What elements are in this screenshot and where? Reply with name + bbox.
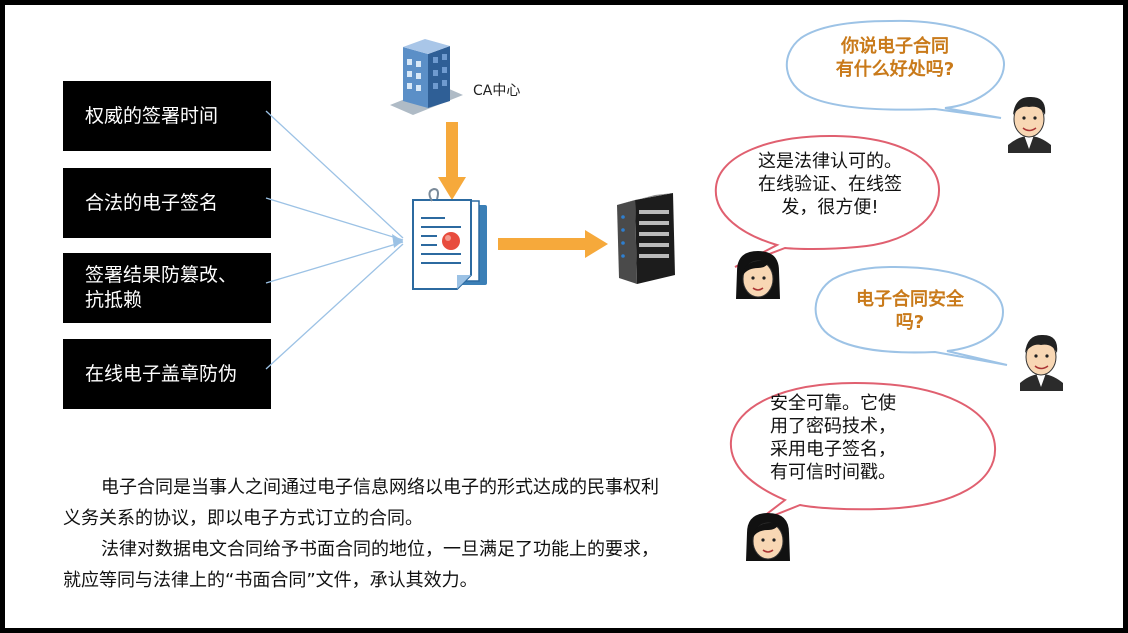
description-text: 电子合同是当事人之间通过电子信息网络以电子的形式达成的民事权利义务关系的协议，即… — [63, 472, 675, 596]
feature-box-timestamp: 权威的签署时间 — [63, 81, 271, 151]
feature-label: 在线电子盖章防伪 — [85, 362, 238, 385]
speech-bubbles — [714, 19, 1008, 524]
connector-lines — [265, 110, 404, 370]
paragraph: 法律对数据电文合同给予书面合同的地位，一旦满足了功能上的要求，就应等同与法律上的… — [63, 539, 659, 591]
contract-document-icon — [412, 187, 487, 290]
feature-box-seal: 在线电子盖章防伪 — [63, 339, 271, 409]
paragraph: 电子合同是当事人之间通过电子信息网络以电子的形式达成的民事权利义务关系的协议，即… — [63, 477, 659, 529]
answer-bubble-text: 安全可靠。它使 用了密码技术， 采用电子签名， 有可信时间戳。 — [770, 393, 896, 483]
feature-box-signature: 合法的电子签名 — [63, 168, 271, 238]
feature-box-tamperproof: 签署结果防篡改、 抗抵赖 — [63, 253, 271, 323]
ca-center-label: CA中心 — [473, 83, 521, 99]
server-icon — [617, 193, 675, 284]
woman-avatar-icon — [746, 513, 790, 561]
diagram-graphics — [265, 19, 1063, 561]
arrow-down-icon — [438, 122, 466, 200]
woman-avatar-icon — [736, 251, 780, 299]
feature-label: 签署结果防篡改、 抗抵赖 — [85, 264, 238, 311]
question-bubble-text: 你说电子合同 有什么好处吗? — [835, 36, 955, 80]
arrow-right-icon — [498, 230, 608, 258]
feature-label: 权威的签署时间 — [85, 104, 219, 127]
question-bubble-text: 电子合同安全 吗? — [856, 289, 964, 333]
answer-bubble-text: 这是法律认可的。 在线验证、在线签 发，很方便! — [758, 151, 902, 218]
feature-label: 合法的电子签名 — [85, 191, 219, 214]
man-avatar-icon — [1008, 96, 1051, 153]
building-icon — [390, 39, 463, 115]
man-avatar-icon — [1020, 334, 1063, 391]
